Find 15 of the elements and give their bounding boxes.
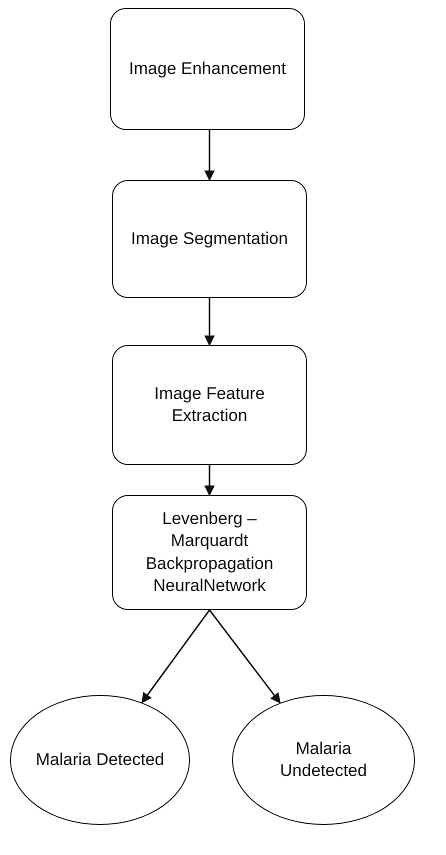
node-text: Levenberg – Marquardt Backpropagation NeuralNetwork [144, 508, 274, 597]
node-text: Image Enhancement [128, 58, 287, 80]
node-text: Image Segmentation [130, 228, 289, 250]
process-box [112, 345, 307, 465]
arrow [208, 610, 281, 704]
node-text: Malaria Detected [34, 748, 166, 771]
arrow [204, 465, 215, 496]
process-box [110, 8, 305, 130]
arrow [141, 610, 210, 704]
node-text: Malaria Undetected [279, 738, 368, 782]
arrow [204, 298, 215, 346]
process-box [112, 180, 307, 298]
node-text: Image Feature Extraction [153, 382, 266, 427]
process-box [112, 495, 307, 610]
arrow [204, 130, 215, 182]
